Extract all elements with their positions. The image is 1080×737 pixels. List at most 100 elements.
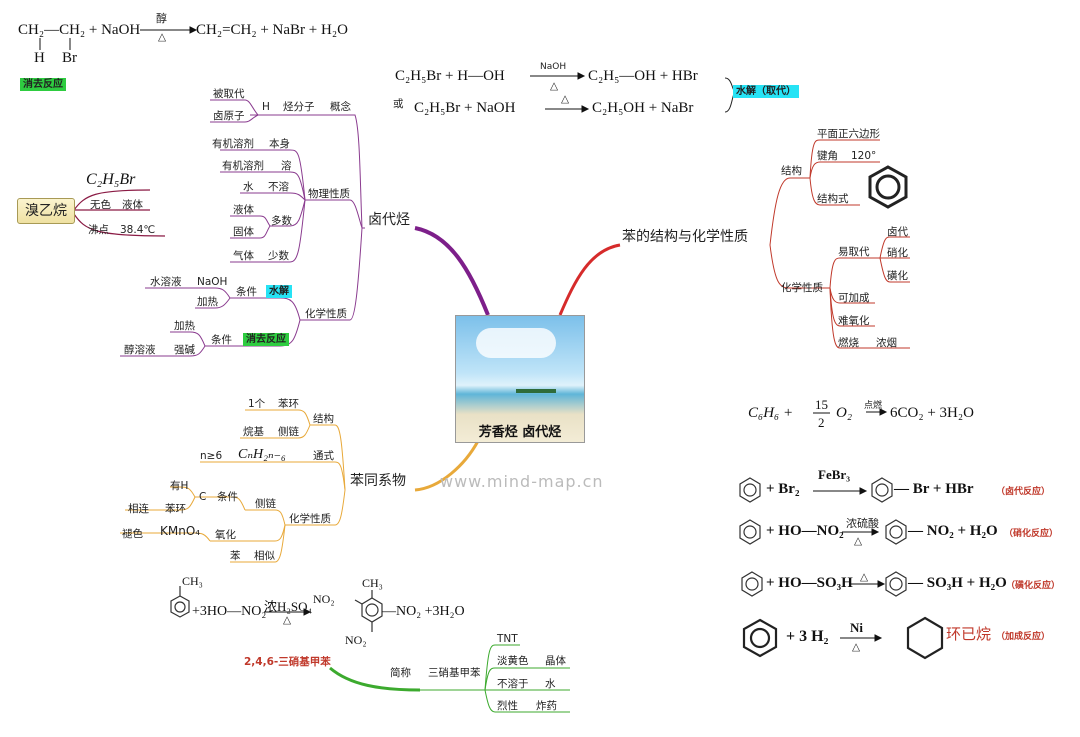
hydro-eq1-over: NaOH xyxy=(540,62,567,72)
r3-over: △ xyxy=(860,571,869,583)
hm-benzene: 苯 xyxy=(230,550,241,562)
hm-c: C xyxy=(199,491,207,503)
r2-catalyst: 浓硫酸 xyxy=(846,517,879,530)
tnt-catalyst: 浓H₂SO₄ xyxy=(264,599,313,614)
ha-concept[interactable]: 概念 xyxy=(330,101,351,113)
comb-right: 6CO₂ + 3H₂O xyxy=(890,405,974,421)
hm-general[interactable]: 通式 xyxy=(313,450,334,462)
tnt-trinitro[interactable]: 三硝基甲苯 xyxy=(428,667,481,679)
watermark: www.mind-map.cn xyxy=(440,472,604,491)
tnt-product: —NO₂ +3H₂O xyxy=(382,604,465,619)
hydro-or: 或 xyxy=(393,98,404,110)
tnt-yellow: 淡黄色 xyxy=(497,655,529,667)
tnt-toluene-ch3: CH₃ xyxy=(182,574,203,588)
ha-aq-solution: 水溶液 xyxy=(150,276,182,288)
elim-eq-reactants: CH₂—CH₂ + NaOH xyxy=(18,22,141,38)
ha-hydrocarbon: 烃分子 xyxy=(283,101,315,113)
bromoethane-node[interactable]: 溴乙烷 xyxy=(17,198,75,224)
bz-bond-angle: 键角 xyxy=(817,150,838,162)
hm-structure[interactable]: 结构 xyxy=(313,413,334,425)
bz-sulfonation: 磺化 xyxy=(887,270,908,282)
hm-ring2: 苯环 xyxy=(165,503,186,515)
r2-under: △ xyxy=(854,535,863,547)
ha-condition2: 条件 xyxy=(211,334,232,346)
hydro-eq2-right: C₂H₅OH + NaBr xyxy=(592,100,694,116)
ha-heat2: 加热 xyxy=(174,320,195,332)
r4-product: 环已烷 xyxy=(946,625,992,643)
hm-one: 1个 xyxy=(248,398,266,410)
elim-eq-products: CH₂=CH₂ + NaBr + H₂O xyxy=(196,22,348,38)
hydro-eq1-right: C₂H₅—OH + HBr xyxy=(588,68,698,84)
ha-most: 多数 xyxy=(271,215,292,227)
r3-reagent: + HO—SO₃H xyxy=(766,575,853,591)
hm-chem[interactable]: 化学性质 xyxy=(289,513,331,525)
ha-gas: 气体 xyxy=(233,250,254,262)
homolog-node[interactable]: 苯同系物 xyxy=(350,473,406,489)
ha-halogen: 卤原子 xyxy=(213,110,245,122)
r2-product: — NO₂ + H₂O xyxy=(908,523,998,539)
ha-replaced: 被取代 xyxy=(213,88,245,100)
tnt-ch3: CH₃ xyxy=(362,576,383,590)
bz-structure[interactable]: 结构 xyxy=(781,165,802,177)
tnt-reagent: +3HO—NO₂ xyxy=(192,604,267,619)
r4-under: △ xyxy=(852,641,861,653)
tnt-short: 简称 xyxy=(390,667,411,679)
elim-eq-h: H xyxy=(34,50,45,66)
elim-eq-br: Br xyxy=(62,50,77,66)
hm-has-h: 有H xyxy=(170,480,189,492)
ha-water: 水 xyxy=(243,181,254,193)
r4-note: （加成反应） xyxy=(996,632,1051,642)
haloalkane-node[interactable]: 卤代烃 xyxy=(368,212,410,228)
tnt-name: 2,4,6-三硝基甲苯 xyxy=(244,656,331,668)
tnt-crystal: 晶体 xyxy=(545,655,566,667)
tnt-insoluble: 不溶于 xyxy=(497,678,529,690)
hm-side: 侧链 xyxy=(255,498,276,510)
tnt-label: TNT xyxy=(497,633,518,645)
ha-org-solvent1: 有机溶剂 xyxy=(212,138,254,150)
center-node[interactable]: 芳香烃 卤代烃 xyxy=(455,315,585,443)
tnt-fierce: 烈性 xyxy=(497,700,518,712)
island-image xyxy=(516,389,556,393)
bz-halogen: 卤代 xyxy=(887,226,908,238)
r2-reagent: + HO—NO₂ xyxy=(766,523,844,539)
comb-left: C₆H₆ + xyxy=(748,405,794,421)
r3-product: — SO₃H + H₂O xyxy=(908,575,1007,591)
r4-reagent: + 3 H₂ xyxy=(786,628,829,645)
bromoethane-liquid: 液体 xyxy=(122,199,143,211)
bz-hexagon: 平面正六边形 xyxy=(817,128,880,140)
ha-physical[interactable]: 物理性质 xyxy=(308,188,350,200)
sun-cloud-image xyxy=(476,328,556,358)
hm-ring: 苯环 xyxy=(278,398,299,410)
hm-alkyl: 烷基 xyxy=(243,426,264,438)
ha-alc-solution: 醇溶液 xyxy=(124,344,156,356)
benzene-node[interactable]: 苯的结构与化学性质 xyxy=(622,229,748,245)
ha-insoluble: 不溶 xyxy=(268,181,289,193)
hm-kmno4: KMnO₄ xyxy=(160,524,201,538)
hydro-eq2-left: C₂H₅Br + NaOH xyxy=(414,100,516,116)
ha-soluble: 溶 xyxy=(281,160,292,172)
bz-easy-sub: 易取代 xyxy=(838,246,870,258)
ha-liquid: 液体 xyxy=(233,204,254,216)
comb-num: 15 xyxy=(815,397,828,412)
tnt-water: 水 xyxy=(545,678,556,690)
r1-catalyst: FeBr₃ xyxy=(818,467,851,482)
bz-nitration: 硝化 xyxy=(887,247,908,259)
hm-side-chain: 侧链 xyxy=(278,426,299,438)
r3-note: （磺化反应） xyxy=(1006,581,1061,591)
ha-solid: 固体 xyxy=(233,226,254,238)
ha-hydro-tag: 水解 xyxy=(266,285,292,298)
bromoethane-bp: 沸点 xyxy=(88,224,109,236)
r1-note: （卤代反应） xyxy=(996,487,1051,497)
ha-few: 少数 xyxy=(268,250,289,262)
ha-org-solvent2: 有机溶剂 xyxy=(222,160,264,172)
hm-n-ge: n≥6 xyxy=(200,450,223,462)
bz-chem[interactable]: 化学性质 xyxy=(781,282,823,294)
bz-hard-ox: 难氧化 xyxy=(838,315,870,327)
ha-chemical[interactable]: 化学性质 xyxy=(305,308,347,320)
bromoethane-bp-value: 38.4℃ xyxy=(120,224,156,236)
hm-similar: 相似 xyxy=(254,550,275,562)
comb-over: 点燃 xyxy=(864,401,883,411)
r2-note: （硝化反应） xyxy=(1004,529,1059,539)
